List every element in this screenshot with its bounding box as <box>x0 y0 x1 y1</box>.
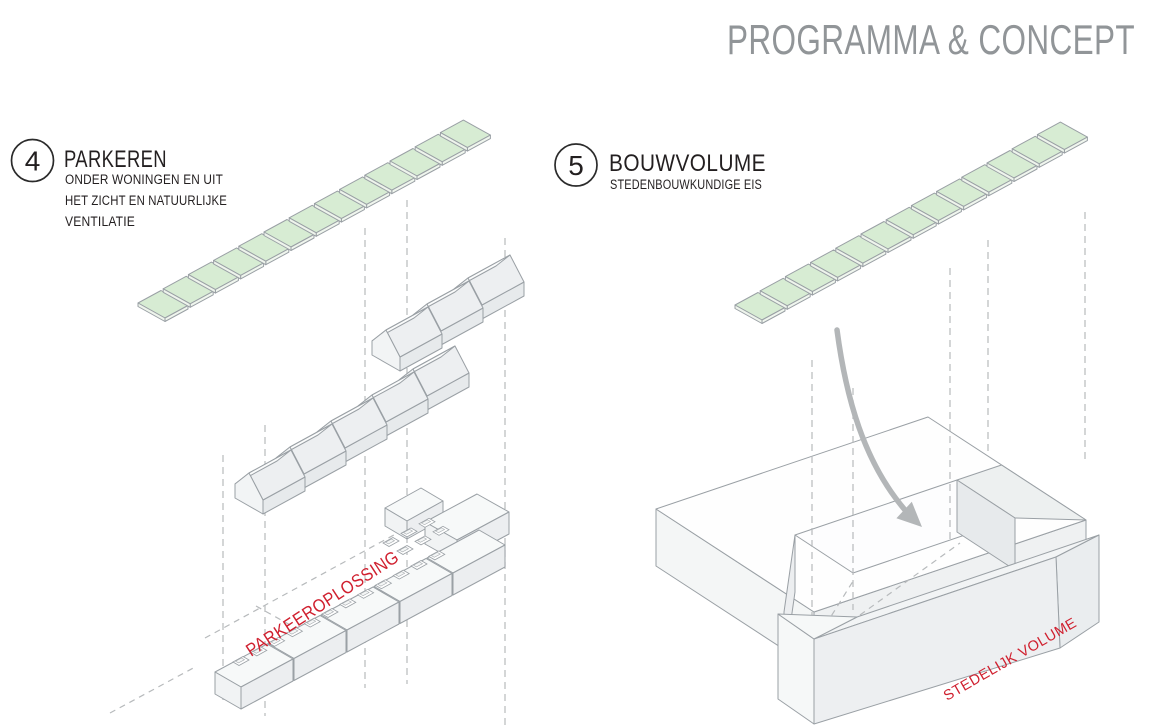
diagram-4-subtitle-line3: VENTILATIE <box>65 214 135 229</box>
circled-number-4-icon <box>10 138 55 183</box>
diagram-bouwvolume: 5 BOUWVOLUME STEDENBOUWKUNDIGE EIS <box>554 121 1100 725</box>
diagram-4-title: PARKEREN <box>64 146 167 173</box>
page-title: PROGRAMMA & CONCEPT <box>727 16 1135 63</box>
circled-number-5-icon <box>554 143 598 187</box>
diagram-parkeren: 4 PARKEREN ONDER WONINGEN EN UIT HET ZIC… <box>10 119 525 726</box>
arrow-down-icon <box>834 327 922 527</box>
green-panel-strip-left <box>137 119 491 322</box>
bar-top-end <box>777 613 858 640</box>
house <box>234 449 306 515</box>
parking-structure <box>214 487 510 710</box>
house-rows <box>234 254 525 515</box>
diagram-5-number: 5 <box>568 150 584 181</box>
car-icon <box>382 537 400 547</box>
green-panel-strip-right <box>734 121 1088 324</box>
diagram-4-subtitle-line2: HET ZICHT EN NATUURLIJKE <box>65 193 227 208</box>
diagram-5-title: BOUWVOLUME <box>609 150 766 177</box>
diagram-4-number: 4 <box>25 146 41 177</box>
diagram-5-subtitle-line1: STEDENBOUWKUNDIGE EIS <box>610 177 762 192</box>
parking-bar <box>214 529 506 710</box>
diagram-4-subtitle-line1: ONDER WONINGEN EN UIT <box>65 172 223 187</box>
street-bar <box>777 534 1100 725</box>
car-icon <box>396 545 414 555</box>
projection-lines-right <box>811 212 1086 652</box>
